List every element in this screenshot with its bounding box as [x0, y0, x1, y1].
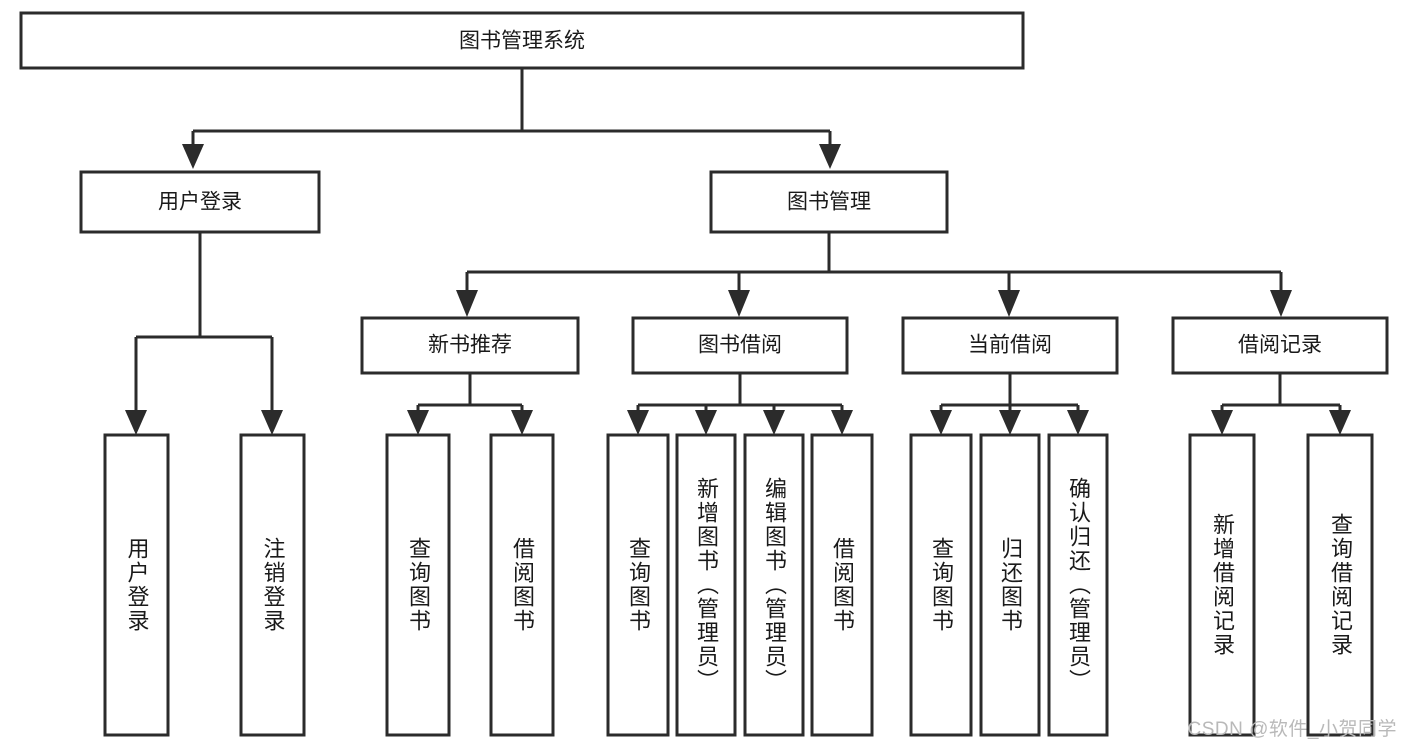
arrow-head-level3-1: [728, 290, 750, 317]
arrow-head-leaf-record-0: [1211, 410, 1233, 435]
node-root-system[interactable]: 图书管理系统: [19, 11, 1025, 70]
arrow-head-leaf-borrow-1: [695, 410, 717, 435]
node-new-book-recommend[interactable]: 新书推荐: [360, 316, 580, 375]
leaf-box-recommend-0[interactable]: [385, 433, 451, 737]
leaf-box-current-0[interactable]: [909, 433, 973, 737]
leaf-box-record-0[interactable]: [1188, 433, 1256, 737]
arrow-head-leaf-current-2: [1067, 410, 1089, 435]
node-new-book-recommend-label: 新书推荐: [428, 334, 512, 357]
arrow-head-leaf-record-1: [1329, 410, 1351, 435]
connector-book-borrow-to-leaves: [627, 373, 853, 435]
leaf-box-borrow-3[interactable]: [810, 433, 874, 737]
leaf-box-current-1[interactable]: [979, 433, 1041, 737]
node-book-manage[interactable]: 图书管理: [709, 170, 949, 234]
node-user-login-label: 用户登录: [158, 191, 242, 214]
node-root-system-label: 图书管理系统: [459, 30, 585, 53]
connector-root-to-level2: [182, 68, 841, 169]
leaf-box-user-login-0[interactable]: [103, 433, 170, 737]
node-root-system-box[interactable]: [19, 11, 1025, 70]
arrow-head-leaf-recommend-1: [511, 410, 533, 435]
arrow-head-level3-0: [456, 290, 478, 317]
connector-current-borrow-to-leaves: [930, 373, 1089, 435]
node-user-login[interactable]: 用户登录: [79, 170, 321, 234]
node-current-borrow[interactable]: 当前借阅: [901, 316, 1119, 375]
node-borrow-record-label: 借阅记录: [1238, 334, 1322, 357]
leaf-box-borrow-0[interactable]: [606, 433, 670, 737]
arrow-head-leaf-user-login-1: [261, 410, 283, 435]
node-book-borrow-label: 图书借阅: [698, 334, 782, 357]
node-current-borrow-label: 当前借阅: [968, 334, 1052, 357]
connector-user-login-to-leaves: [125, 232, 283, 435]
leaf-box-borrow-2[interactable]: [743, 433, 805, 737]
arrow-head-leaf-user-login-0: [125, 410, 147, 435]
connector-borrow-record-to-leaves: [1211, 373, 1351, 435]
leaf-box-record-1[interactable]: [1306, 433, 1374, 737]
node-new-book-recommend-box[interactable]: [360, 316, 580, 375]
arrow-head-leaf-current-0: [930, 410, 952, 435]
arrow-head-leaf-recommend-0: [407, 410, 429, 435]
arrow-head-level3-2: [998, 290, 1020, 317]
connector-book-manage-to-level3: [456, 232, 1292, 317]
connector-new-book-recommend-to-leaves: [407, 373, 533, 435]
arrow-head-leaf-borrow-3: [831, 410, 853, 435]
leaf-box-current-2[interactable]: [1047, 433, 1109, 737]
arrow-head-user-login: [182, 144, 204, 169]
leaf-box-user-login-1[interactable]: [239, 433, 306, 737]
node-book-borrow[interactable]: 图书借阅: [631, 316, 849, 375]
node-borrow-record[interactable]: 借阅记录: [1171, 316, 1389, 375]
leaf-box-borrow-1[interactable]: [675, 433, 737, 737]
node-book-manage-label: 图书管理: [787, 191, 871, 214]
arrow-head-leaf-borrow-2: [763, 410, 785, 435]
leaf-box-recommend-1[interactable]: [489, 433, 555, 737]
arrow-head-leaf-current-1: [999, 410, 1021, 435]
node-current-borrow-box[interactable]: [901, 316, 1119, 375]
node-user-login-box[interactable]: [79, 170, 321, 234]
csdn-watermark: CSDN @软件_小贺同学: [1187, 719, 1397, 740]
arrow-head-leaf-borrow-0: [627, 410, 649, 435]
arrow-head-level3-3: [1270, 290, 1292, 317]
arrow-head-book-manage: [819, 144, 841, 169]
